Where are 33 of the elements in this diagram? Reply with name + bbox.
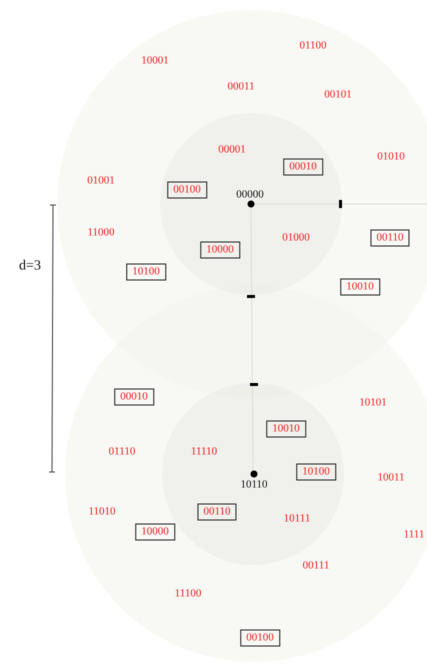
codeword-label: 00111 xyxy=(302,560,330,572)
codeword-label: 11100 xyxy=(174,588,202,600)
codeword-box: 00100 xyxy=(240,630,280,646)
codeword-label: 01110 xyxy=(108,446,136,458)
codeword-box: 10010 xyxy=(340,278,380,296)
codeword-label: 01000 xyxy=(282,232,310,244)
codeword-box: 10100 xyxy=(296,464,336,480)
codeword-label: 01001 xyxy=(87,174,115,188)
codeword-box: 10010 xyxy=(266,420,306,438)
codeword-label: 00011 xyxy=(227,80,255,94)
distance-label: d=3 xyxy=(19,260,41,272)
codeword-label: 10001 xyxy=(141,54,169,68)
codeword-box: 00110 xyxy=(197,504,237,520)
codeword-label: 00101 xyxy=(324,88,352,102)
codeword-label: 00001 xyxy=(218,144,246,156)
codeword-label: 01010 xyxy=(377,150,405,164)
codeword-label: 11110 xyxy=(190,446,218,458)
codeword-label: 10101 xyxy=(359,396,387,410)
codeword-box: 10100 xyxy=(126,264,166,280)
codeword-box: 00100 xyxy=(167,182,207,198)
codeword-label: 10111 xyxy=(284,512,310,526)
codeword-label: 1111 xyxy=(404,528,424,542)
codeword-box: 00010 xyxy=(114,388,154,406)
codeword-box: 10000 xyxy=(135,524,175,540)
vertex-label: 10110 xyxy=(240,478,268,492)
codeword-label: 11010 xyxy=(88,506,116,518)
codeword-box: 00010 xyxy=(283,158,323,176)
codeword-box: 00110 xyxy=(370,230,410,246)
codeword-box: 10000 xyxy=(200,242,240,258)
codeword-label: 10011 xyxy=(377,472,405,484)
vertex-label: 00000 xyxy=(236,188,264,202)
codeword-label: 11000 xyxy=(87,226,115,240)
codeword-label: 01100 xyxy=(299,40,327,52)
